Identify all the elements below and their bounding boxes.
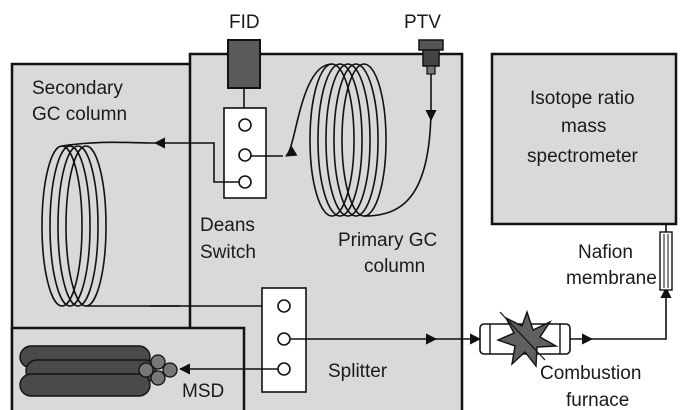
secondary-column-coil — [41, 141, 180, 307]
combustion-label-line1: Combustion — [540, 363, 641, 384]
combustion-label-line2: furnace — [566, 390, 629, 410]
irms-label-line3: spectrometer — [527, 146, 639, 167]
splitter-port-msd — [277, 362, 291, 376]
primary-column-label-line1: Primary GC — [338, 230, 437, 251]
secondary-column-label-line1: Secondary — [32, 78, 123, 99]
nafion-label-line1: Nafion — [578, 242, 633, 263]
nafion-membrane — [659, 231, 673, 291]
irms-label-line2: mass — [561, 116, 606, 137]
deans-port-2 — [238, 148, 252, 162]
splitter-port-in — [277, 299, 291, 313]
irms-box — [490, 52, 678, 226]
furnace-to-nafion-line — [592, 286, 672, 340]
msd-quadrupole-icon — [19, 345, 178, 397]
secondary-column-label-line2: GC column — [32, 104, 127, 125]
deans-port-1 — [238, 118, 252, 132]
ptv-injector-icon — [418, 39, 444, 75]
splitter-label: Splitter — [328, 361, 388, 382]
deans-switch-label-line1: Deans — [200, 215, 255, 236]
primary-column-to-deans — [285, 63, 333, 157]
splitter-port-irms — [277, 332, 291, 346]
ptv-label: PTV — [404, 12, 441, 33]
nafion-label-line2: membrane — [566, 268, 657, 289]
primary-column-coil — [285, 63, 432, 217]
fid-label: FID — [229, 12, 260, 33]
deans-port-3 — [238, 175, 252, 189]
msd-label: MSD — [182, 381, 224, 402]
combustion-furnace-icon — [479, 309, 571, 368]
fid-detector — [227, 39, 261, 89]
deans-switch-label-line2: Switch — [200, 242, 256, 263]
deans-to-secondary-line — [153, 137, 239, 183]
irms-label-line1: Isotope ratio — [530, 88, 635, 109]
primary-column-label-line2: column — [364, 256, 425, 277]
